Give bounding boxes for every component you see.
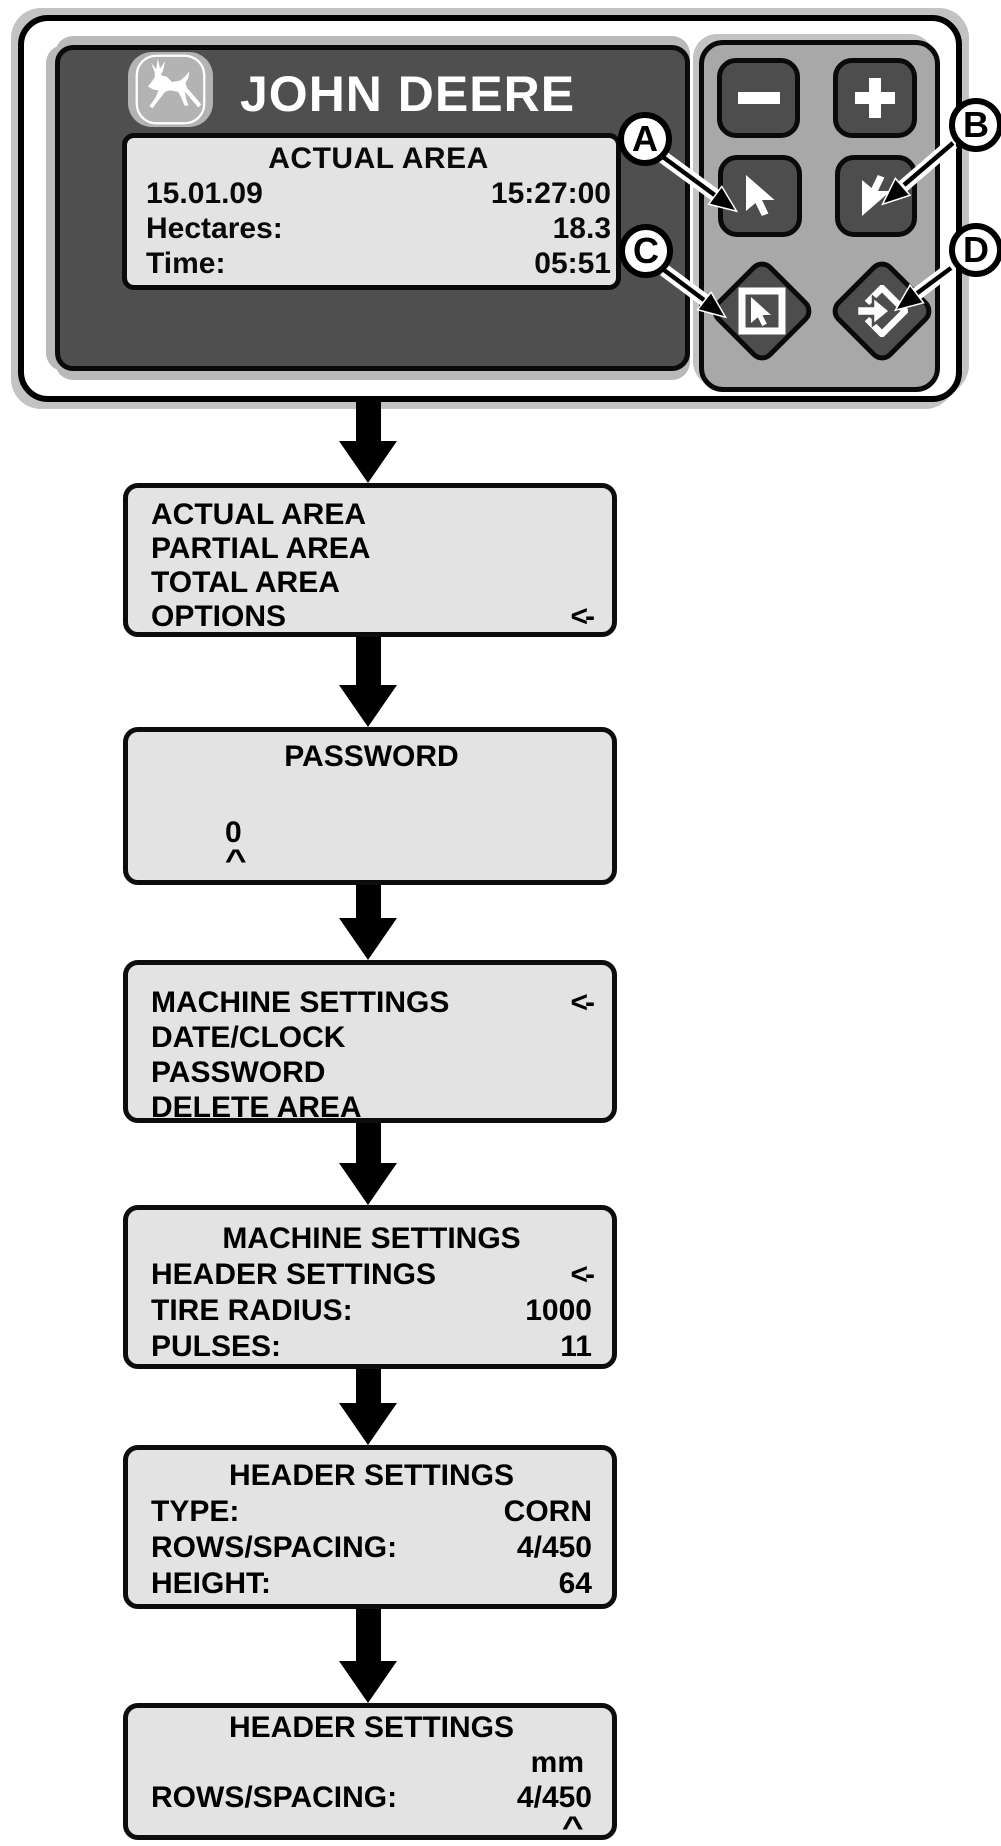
minus-icon <box>737 92 780 104</box>
cursor-up-button[interactable] <box>718 155 802 237</box>
setting-value: 1000 <box>525 1294 592 1327</box>
screen-machine-settings: MACHINE SETTINGS HEADER SETTINGS <- TIRE… <box>123 1205 617 1369</box>
setting-pulses: PULSES: 11 <box>151 1329 592 1364</box>
screen-password: PASSWORD 0 ^ <box>123 727 617 885</box>
lcd-time-label: Time: <box>146 247 226 280</box>
screen-title: MACHINE SETTINGS <box>222 1222 521 1255</box>
cursor-arrow-down-left-icon <box>862 175 891 216</box>
cursor-down-button[interactable] <box>835 155 917 237</box>
menu-label: PASSWORD <box>151 1056 326 1089</box>
menu-item-password: PASSWORD <box>151 1055 592 1090</box>
menu-label: TOTAL AREA <box>151 566 340 599</box>
lcd-display: ACTUAL AREA 15.01.09 15:27:00 Hectares: … <box>122 133 621 290</box>
setting-label: ROWS/SPACING: <box>151 1781 398 1814</box>
setting-label: ROWS/SPACING: <box>151 1531 398 1564</box>
setting-label: TYPE: <box>151 1495 240 1528</box>
selection-arrow-icon: <- <box>570 600 594 633</box>
menu-item-machine-settings: MACHINE SETTINGS <- <box>151 985 595 1020</box>
setting-label: PULSES: <box>151 1330 282 1363</box>
setting-header-settings: HEADER SETTINGS <- <box>151 1257 595 1293</box>
brand-title: JOHN DEERE <box>240 66 576 122</box>
cursor-caret-icon: ^ <box>224 844 247 877</box>
menu-label: PARTIAL AREA <box>151 532 371 565</box>
flow-arrow-5 <box>339 1369 397 1445</box>
callout-d: D <box>949 223 1001 277</box>
minus-button[interactable] <box>717 58 800 138</box>
flow-arrow-1 <box>339 400 397 483</box>
setting-value: 4/450 <box>516 1531 592 1564</box>
screen-header-settings-edit: HEADER SETTINGS mm ROWS/SPACING: 4/450 ^ <box>123 1703 617 1840</box>
john-deere-logo-icon <box>128 52 213 127</box>
setting-label: HEIGHT: <box>151 1567 271 1600</box>
menu-item-partial-area: PARTIAL AREA <box>151 532 592 566</box>
cursor-arrow-up-left-icon <box>746 175 775 216</box>
menu-label: ACTUAL AREA <box>151 498 366 531</box>
setting-rows-spacing: ROWS/SPACING: 4/450 <box>151 1530 592 1566</box>
flow-arrow-3 <box>339 885 397 960</box>
screen-header-settings: HEADER SETTINGS TYPE: CORN ROWS/SPACING:… <box>123 1445 617 1609</box>
lcd-date: 15.01.09 <box>146 177 263 210</box>
menu-label: OPTIONS <box>151 600 287 633</box>
callout-a: A <box>618 112 672 166</box>
menu-item-date-clock: DATE/CLOCK <box>151 1020 592 1055</box>
password-value: 0 <box>225 816 242 849</box>
lcd-title: ACTUAL AREA <box>268 142 489 175</box>
lcd-row-date-time: 15.01.09 15:27:00 <box>146 176 611 211</box>
lcd-clock: 15:27:00 <box>490 177 611 210</box>
setting-rows-spacing: ROWS/SPACING: 4/450 <box>151 1780 592 1815</box>
screen-title: HEADER SETTINGS <box>228 1711 515 1744</box>
lcd-time-value: 05:51 <box>534 247 611 280</box>
enter-button[interactable] <box>826 255 938 367</box>
screen-options-menu: MACHINE SETTINGS <- DATE/CLOCK PASSWORD … <box>123 960 617 1123</box>
plus-button[interactable] <box>833 58 917 138</box>
setting-value: 64 <box>558 1567 592 1600</box>
selection-arrow-icon: <- <box>570 1258 594 1291</box>
setting-value: 11 <box>560 1330 592 1363</box>
flow-arrow-4 <box>339 1123 397 1205</box>
callout-b: B <box>949 98 1001 152</box>
flow-arrow-6 <box>339 1609 397 1703</box>
menu-item-actual-area: ACTUAL AREA <box>151 498 592 532</box>
setting-value: 4/450 <box>516 1781 592 1814</box>
select-button[interactable] <box>706 255 818 367</box>
cursor-in-box-icon <box>736 285 788 337</box>
lcd-row-hectares: Hectares: 18.3 <box>146 211 611 246</box>
lcd-hectares-value: 18.3 <box>552 212 611 245</box>
callout-c: C <box>619 224 673 278</box>
menu-item-total-area: TOTAL AREA <box>151 566 592 600</box>
screen-main-menu: ACTUAL AREA PARTIAL AREA TOTAL AREA OPTI… <box>123 483 617 637</box>
setting-type: TYPE: CORN <box>151 1494 592 1530</box>
menu-label: MACHINE SETTINGS <box>151 986 450 1019</box>
menu-item-delete-area: DELETE AREA <box>151 1090 592 1123</box>
menu-label: DELETE AREA <box>151 1091 362 1123</box>
unit-label: mm <box>530 1746 584 1779</box>
monitor-device: JOHN DEERE ACTUAL AREA 15.01.09 15:27:00… <box>18 15 962 402</box>
setting-height: HEIGHT: 64 <box>151 1566 592 1602</box>
selection-arrow-icon: <- <box>570 986 594 1019</box>
setting-value: CORN <box>503 1495 592 1528</box>
lcd-row-time: Time: 05:51 <box>146 246 611 281</box>
flow-arrow-2 <box>339 637 397 727</box>
setting-tire-radius: TIRE RADIUS: 1000 <box>151 1293 592 1329</box>
screen-title: HEADER SETTINGS <box>228 1459 515 1492</box>
setting-label: HEADER SETTINGS <box>151 1258 437 1291</box>
keypad-panel <box>699 40 940 392</box>
plus-icon <box>855 78 895 118</box>
monitor-front-panel: JOHN DEERE ACTUAL AREA 15.01.09 15:27:00… <box>55 45 690 371</box>
menu-label: DATE/CLOCK <box>151 1021 346 1054</box>
menu-item-options: OPTIONS <- <box>151 600 595 633</box>
arrow-into-box-icon <box>856 285 908 337</box>
setting-label: TIRE RADIUS: <box>151 1294 353 1327</box>
cursor-caret-icon: ^ <box>562 1811 585 1840</box>
screen-title: PASSWORD <box>284 740 459 773</box>
lcd-hectares-label: Hectares: <box>146 212 283 245</box>
